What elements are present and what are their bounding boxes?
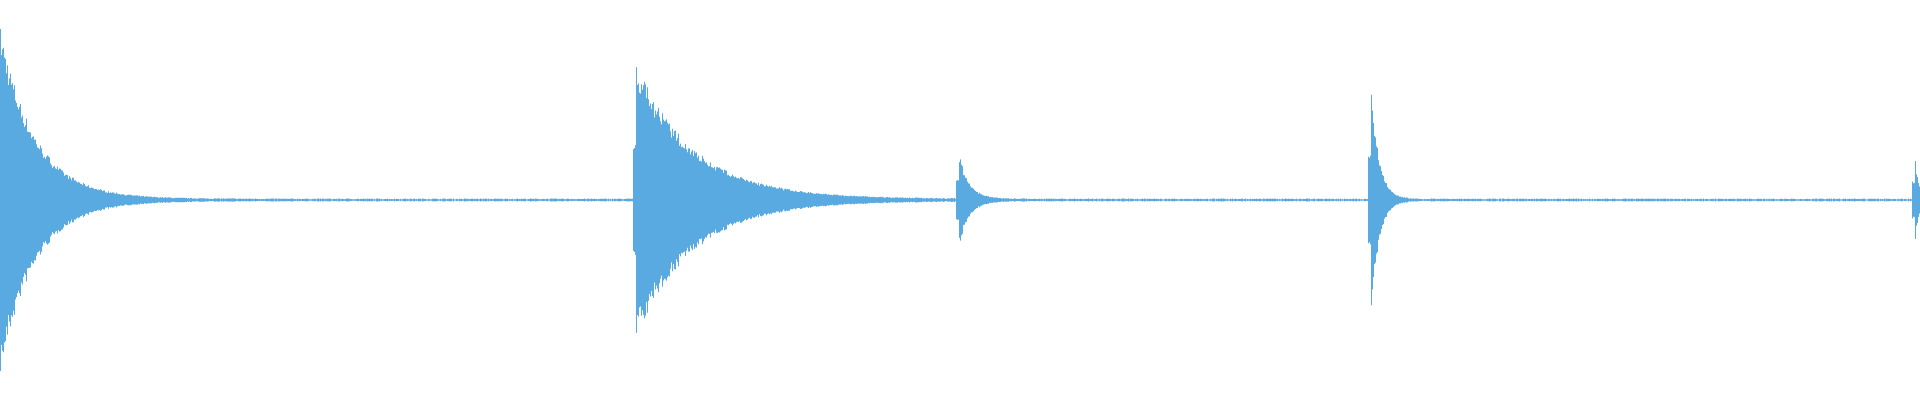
waveform-samples	[0, 29, 1920, 371]
waveform-path	[0, 29, 1920, 371]
